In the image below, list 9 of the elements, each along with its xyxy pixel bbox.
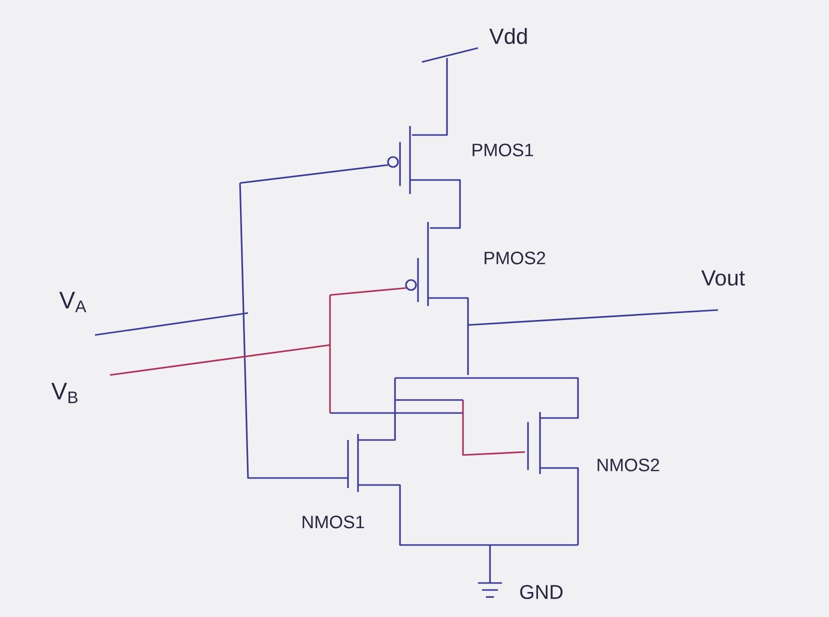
signal-label: Vout bbox=[701, 270, 745, 286]
transistor-label: PMOS1 bbox=[472, 144, 534, 156]
signal-label: Vdd bbox=[489, 28, 527, 44]
signal-label: GND bbox=[520, 584, 563, 600]
transistor-label: NMOS1 bbox=[302, 516, 364, 528]
transistor-label: PMOS2 bbox=[484, 252, 546, 264]
signal-label: V$_{B}$ bbox=[51, 382, 78, 404]
transistor-label: NMOS2 bbox=[598, 458, 660, 472]
signal-label: V$_{A}$ bbox=[59, 292, 86, 312]
